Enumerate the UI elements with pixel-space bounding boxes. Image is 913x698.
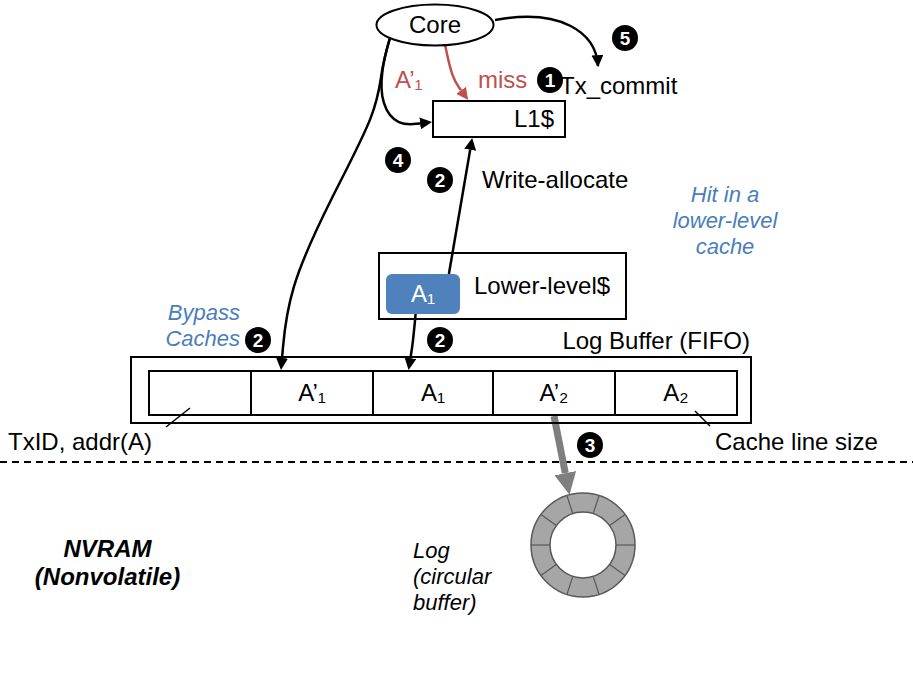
flow-arrow (449, 150, 470, 274)
log-entry-cell: A’₁ (250, 370, 374, 416)
cache-line-block: A₁ (386, 274, 460, 314)
ring-segment (541, 564, 556, 575)
ring-segment (567, 496, 573, 514)
region-label: NVRAM (Nonvolatile) (20, 535, 195, 591)
node-heading: Log (circular buffer) (413, 538, 513, 616)
ellipse-shape (377, 5, 494, 46)
callout-number: 1 (545, 71, 556, 90)
flow-arrow (554, 416, 565, 473)
log-buffer-box: Log Buffer (FIFO)A’₁A₁A’₂A₂ (130, 356, 752, 424)
callout-badge: 3 (577, 432, 603, 458)
callout-number: 2 (435, 171, 446, 190)
node-label: L1$ (514, 105, 554, 133)
callout-badge: 2 (427, 327, 453, 353)
annotation-text: Bypass Caches (140, 300, 240, 352)
lower-level-cache-box: Lower-level$ A₁ (378, 252, 627, 320)
ring-segment (610, 564, 625, 575)
l1-cache-box: L1$ (432, 100, 566, 138)
log-entry-cell: A’₂ (492, 370, 616, 416)
flow-arrow (282, 38, 390, 358)
callout-number: 4 (393, 151, 404, 170)
log-header-cell (149, 371, 251, 415)
callout-number: 2 (253, 331, 264, 350)
field-label: TxID, addr(A) (8, 428, 152, 456)
ring-segment (593, 576, 599, 594)
log-entry-cell: A₂ (614, 370, 738, 416)
callout-badge: 1 (537, 67, 563, 93)
flow-arrow (410, 314, 415, 358)
callout-badge: 2 (245, 327, 271, 353)
callout-badge: 2 (427, 167, 453, 193)
node-label: A’₂ (540, 379, 569, 407)
ring-segment (593, 496, 599, 514)
ring-outer (531, 493, 635, 597)
ring-segment (610, 514, 625, 525)
nvram-log-ring: Log (circular buffer) (530, 492, 636, 598)
callout-badge: 4 (385, 147, 411, 173)
stored-value: A’₁ (395, 66, 423, 94)
flow-arrow (445, 46, 461, 91)
callout-number: 2 (435, 331, 446, 350)
node-label: A’₁ (298, 379, 326, 407)
step-label: Write-allocate (482, 166, 628, 194)
volatility-boundary (0, 461, 913, 463)
ring-segment (616, 544, 635, 545)
node-label: A₁ (411, 280, 435, 308)
node-label: Core (409, 11, 461, 39)
node-label: Lower-level$ (474, 272, 610, 300)
node-heading: Log Buffer (FIFO) (562, 327, 750, 355)
ring-segment (531, 544, 550, 545)
node-label: A₁ (421, 379, 445, 407)
callout-number: 5 (620, 29, 631, 48)
ring-outline (530, 492, 636, 598)
node-label: A₂ (663, 379, 688, 407)
callout-badge: 5 (612, 25, 638, 51)
ring-segment (541, 514, 556, 525)
ring-inner (550, 512, 616, 578)
annotation-text: Hit in a lower-level cache (665, 182, 785, 260)
commit-label: Tx_commit (560, 72, 677, 100)
core-ellipse: Core (375, 3, 495, 47)
commit-arrow (495, 17, 598, 66)
callout-number: 3 (585, 436, 596, 455)
log-entry-cell: A₁ (372, 370, 494, 416)
leader-line (166, 408, 190, 427)
size-label: Cache line size (715, 428, 878, 456)
ring-segment (567, 576, 573, 594)
miss-label: miss (478, 66, 527, 94)
